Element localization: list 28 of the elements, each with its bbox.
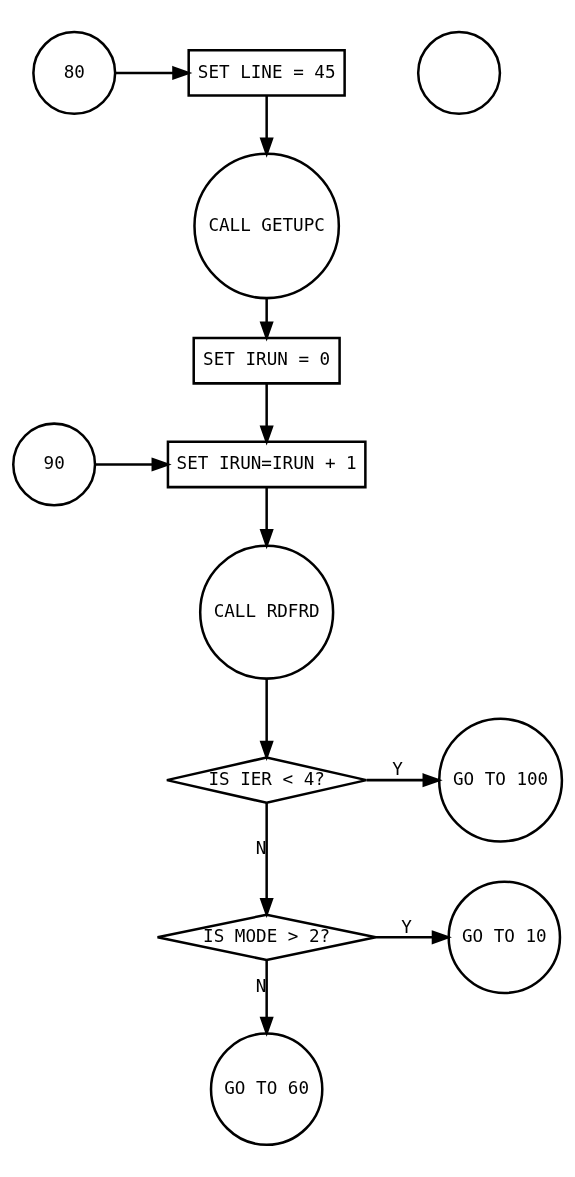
edge-label: Y bbox=[392, 759, 403, 780]
node-diamond: IS IER < 4? bbox=[165, 756, 368, 805]
node-circle: 90 bbox=[12, 422, 97, 507]
node-circle: CALL RDFRD bbox=[198, 544, 335, 680]
node-circle bbox=[416, 30, 502, 116]
node-circle: GO TO 100 bbox=[437, 717, 564, 843]
arrow bbox=[259, 298, 274, 342]
arrow bbox=[259, 960, 274, 1037]
node-circle: GO TO 60 bbox=[209, 1032, 324, 1147]
arrow bbox=[95, 457, 172, 472]
node-circle: GO TO 10 bbox=[447, 880, 562, 995]
node-circle: CALL GETUPC bbox=[193, 152, 341, 300]
arrow bbox=[259, 678, 274, 761]
arrow bbox=[259, 487, 274, 550]
node-box: SET LINE = 45 bbox=[187, 49, 346, 97]
arrow bbox=[375, 930, 452, 945]
arrow bbox=[259, 383, 274, 446]
arrow bbox=[259, 802, 274, 919]
node-diamond: IS MODE > 2? bbox=[156, 913, 378, 962]
arrow bbox=[366, 773, 443, 788]
edge-label: Y bbox=[401, 916, 412, 937]
arrow bbox=[259, 95, 274, 158]
arrow bbox=[115, 65, 193, 80]
edge-label: N bbox=[255, 837, 267, 858]
node-box: SET IRUN=IRUN + 1 bbox=[166, 440, 367, 489]
edge-label: N bbox=[255, 976, 267, 997]
node-box: SET IRUN = 0 bbox=[192, 336, 341, 385]
node-circle: 80 bbox=[32, 30, 117, 116]
